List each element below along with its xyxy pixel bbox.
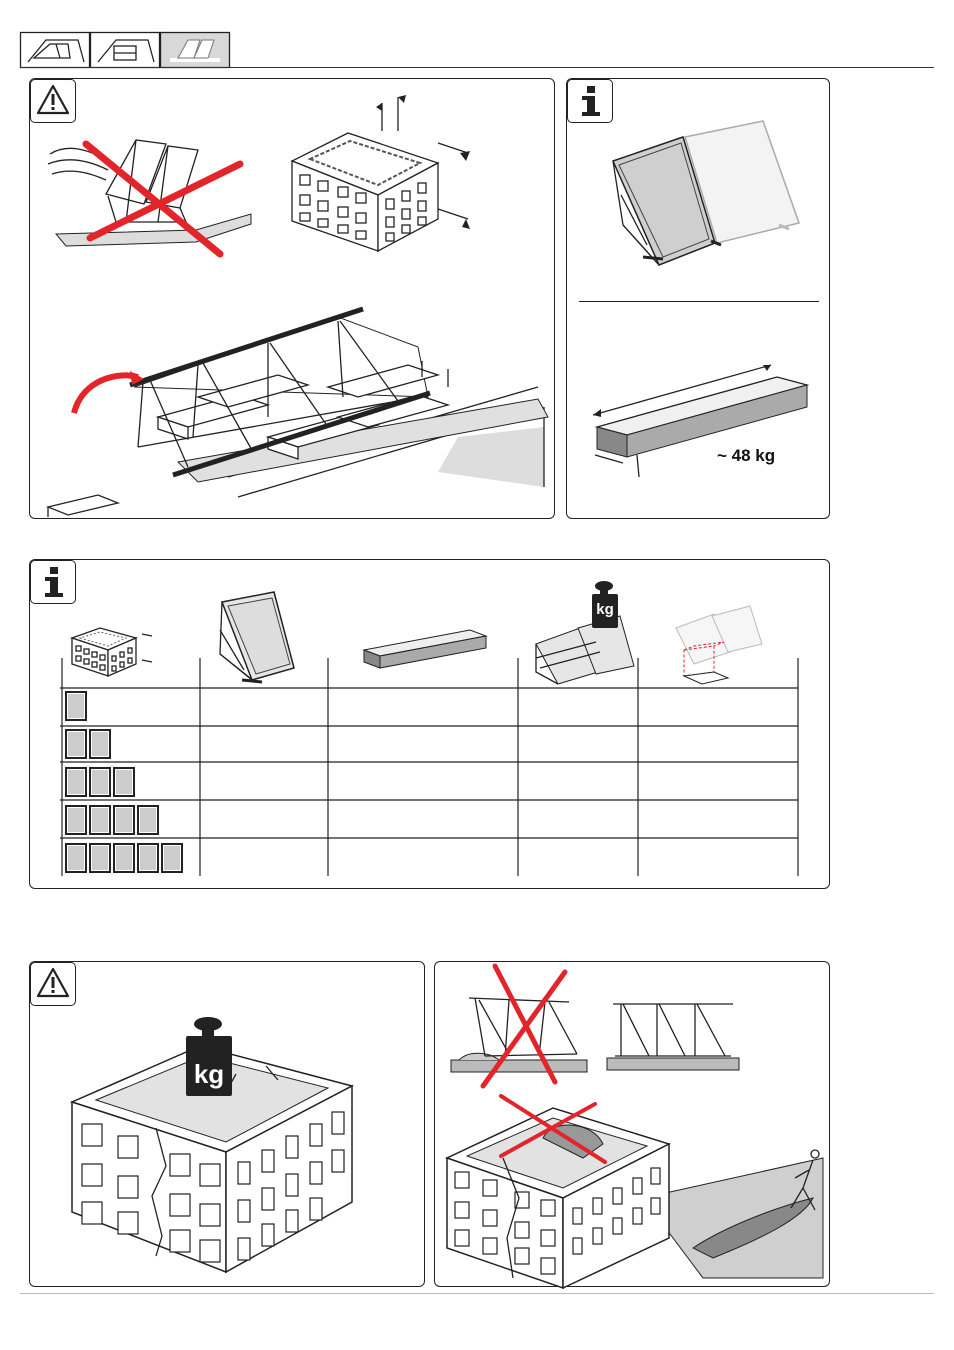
collector-count-rows	[64, 690, 204, 880]
load-kg-label: kg	[186, 1059, 232, 1090]
warning-triangle-icon	[36, 84, 70, 116]
prohibited-cross-icon	[495, 1092, 615, 1172]
weight-kg-label: kg	[592, 601, 618, 618]
warning-badge-load	[30, 962, 76, 1006]
prohibited-cross-icon	[80, 134, 250, 264]
info-i-icon	[577, 84, 605, 118]
ballast-frame-illustration	[38, 277, 553, 517]
building-height-illustration	[288, 91, 478, 251]
on-roof-icon[interactable]	[90, 32, 160, 68]
info-divider	[579, 301, 819, 302]
info-badge-table	[30, 560, 76, 604]
flat-roof-icon[interactable]	[160, 32, 230, 68]
collector-pair-illustration	[603, 115, 833, 265]
panel-warning-load: kg	[29, 961, 425, 1287]
warning-triangle-icon	[36, 967, 70, 999]
overloaded-building-illustration	[66, 1016, 366, 1276]
panel-warning-failure	[434, 961, 830, 1287]
prohibited-cross-icon	[475, 962, 575, 1092]
panel-info-table: kg	[29, 559, 830, 889]
footer-rule	[20, 1293, 934, 1294]
package-weight: ~ 48 kg	[717, 446, 775, 466]
warning-badge	[30, 79, 76, 123]
package-dimension-illustration	[587, 359, 812, 469]
header-rule	[20, 67, 934, 68]
info-i-icon	[40, 565, 68, 599]
panel-info-package: ~ 48 kg	[566, 78, 830, 519]
roof-integrated-icon[interactable]	[20, 32, 90, 68]
panel-warning-wind	[29, 78, 555, 519]
correct-frame-illustration	[605, 992, 745, 1082]
